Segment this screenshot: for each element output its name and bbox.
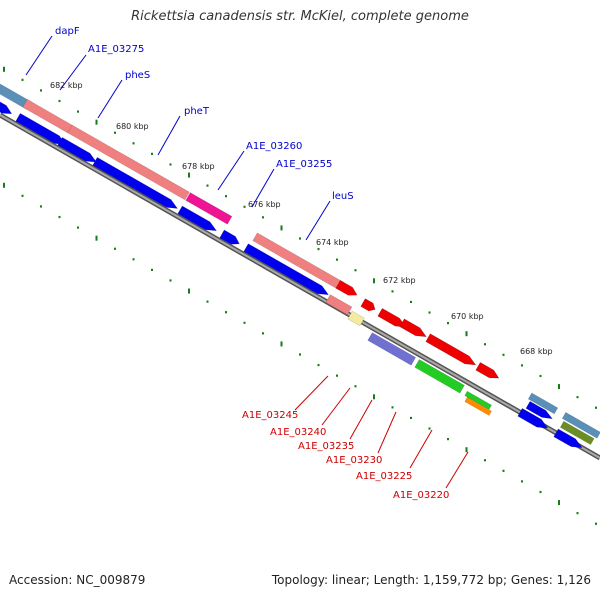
leader-line [349,399,373,440]
scale-label: 670 kbp [451,312,484,321]
gene-blue-4 [92,157,179,209]
gene-A1E_03220-b [464,396,492,416]
gene-label-top: leuS [332,191,354,202]
scale-label: 678 kbp [182,162,215,171]
gene-A1E_03225 [414,359,465,394]
leader-line [97,79,123,119]
gene-A1E_03245 [325,294,353,316]
gene-red-1-shape [335,279,358,296]
gene-red-6 [475,362,500,379]
gene-red-5 [425,333,477,366]
scale-label: 674 kbp [316,238,349,247]
gene-red-1 [335,279,358,296]
gene-red-2-shape [360,298,376,312]
gene-pheS-pheT-shape [67,124,190,201]
gene-label-top: pheT [184,106,210,117]
gene-right-steel-2-shape [561,412,600,439]
leader-line [321,387,351,426]
gene-right-olive-shape [559,420,595,446]
gene-label-bottom: A1E_03240 [270,427,326,438]
gene-red-6-shape [475,362,500,379]
gene-blue-5 [177,205,217,232]
gene-pheS-pheT [67,124,190,201]
gene-blue-5-shape [177,205,217,232]
gene-blue-6 [219,229,240,245]
gene-label-bottom: A1E_03230 [326,455,382,466]
leader-line [217,150,245,191]
gene-A1E_03240-shape [347,310,365,327]
gene-label-top: dapF [55,26,80,37]
gene-right-blue-1 [525,401,553,420]
gene-A1E_03220-b-shape [464,396,492,416]
leader-line [445,451,469,489]
gene-label-bottom: A1E_03235 [298,441,354,452]
gene-right-olive [559,420,595,446]
gene-A1E_03220-a [464,390,492,410]
gene-right-steel-1-shape [527,392,559,415]
gene-label-top: A1E_03275 [88,44,144,55]
gene-A1E_03235-shape [367,332,416,366]
scale-label: 672 kbp [383,276,416,285]
gene-red-4 [399,318,427,338]
gene-right-blue-3-shape [553,428,583,449]
gene-A1E_03240 [347,310,365,327]
scale-label: 680 kbp [116,122,149,131]
gene-label-top: pheS [125,70,150,81]
gene-right-steel-1 [527,392,559,415]
gene-right-blue-3 [553,428,583,449]
leader-line [59,54,87,91]
gene-A1E_03260 [185,192,233,225]
gene-label-top: A1E_03255 [276,159,332,170]
scale-label: 676 kbp [248,200,281,209]
gene-blue-7 [243,243,330,296]
leader-line [305,200,331,241]
topology-text: Topology: linear; Length: 1,159,772 bp; … [271,573,591,587]
gene-blue-1-shape [0,97,13,114]
scale-label: 668 kbp [520,347,553,356]
scale-labels: 682 kbp 680 kbp 678 kbp 676 kbp 674 kbp 672 k… [50,81,553,356]
gene-right-steel-2 [561,412,600,439]
leader-line [251,168,275,208]
gene-blue-6-shape [219,229,240,245]
gene-blue-3 [57,137,97,163]
leader-line [377,411,397,454]
backbone-line-inner [0,114,600,459]
gene-label-bottom: A1E_03225 [356,471,412,482]
gene-label-bottom: A1E_03245 [242,410,298,421]
gene-A1E_03220-a-shape [464,390,492,410]
tick-marks [3,66,597,525]
leader-line [25,35,53,76]
gene-label-top: A1E_03260 [246,141,302,152]
accession-text: Accession: NC_009879 [9,573,146,587]
gene-features [0,79,600,449]
label-leaders: dapF A1E_03275 pheS pheT A1E_03260A1E_03255l… [25,26,469,501]
gene-red-5-shape [425,333,477,366]
gene-blue-1 [0,97,13,114]
leader-line [409,429,433,469]
gene-right-blue-1-shape [525,401,553,420]
map-title: Rickettsia canadensis str. McKiel, compl… [131,9,469,24]
gene-blue-3-shape [57,137,97,163]
gene-blue-7-shape [243,243,330,296]
gene-red-2 [360,298,376,312]
scale-label: 682 kbp [50,81,83,90]
gene-blue-4-shape [92,157,179,209]
gene-right-blue-2 [517,408,549,429]
leader-line [294,375,329,411]
genome-backbone [0,112,600,461]
gene-A1E_03235 [367,332,416,366]
gene-A1E_03245-shape [325,294,353,316]
gene-right-blue-2-shape [517,408,549,429]
gene-A1E_03260-shape [185,192,233,225]
gene-A1E_03225-shape [414,359,465,394]
gene-label-bottom: A1E_03220 [393,490,449,501]
leader-line [157,115,181,156]
gene-red-4-shape [399,318,427,338]
